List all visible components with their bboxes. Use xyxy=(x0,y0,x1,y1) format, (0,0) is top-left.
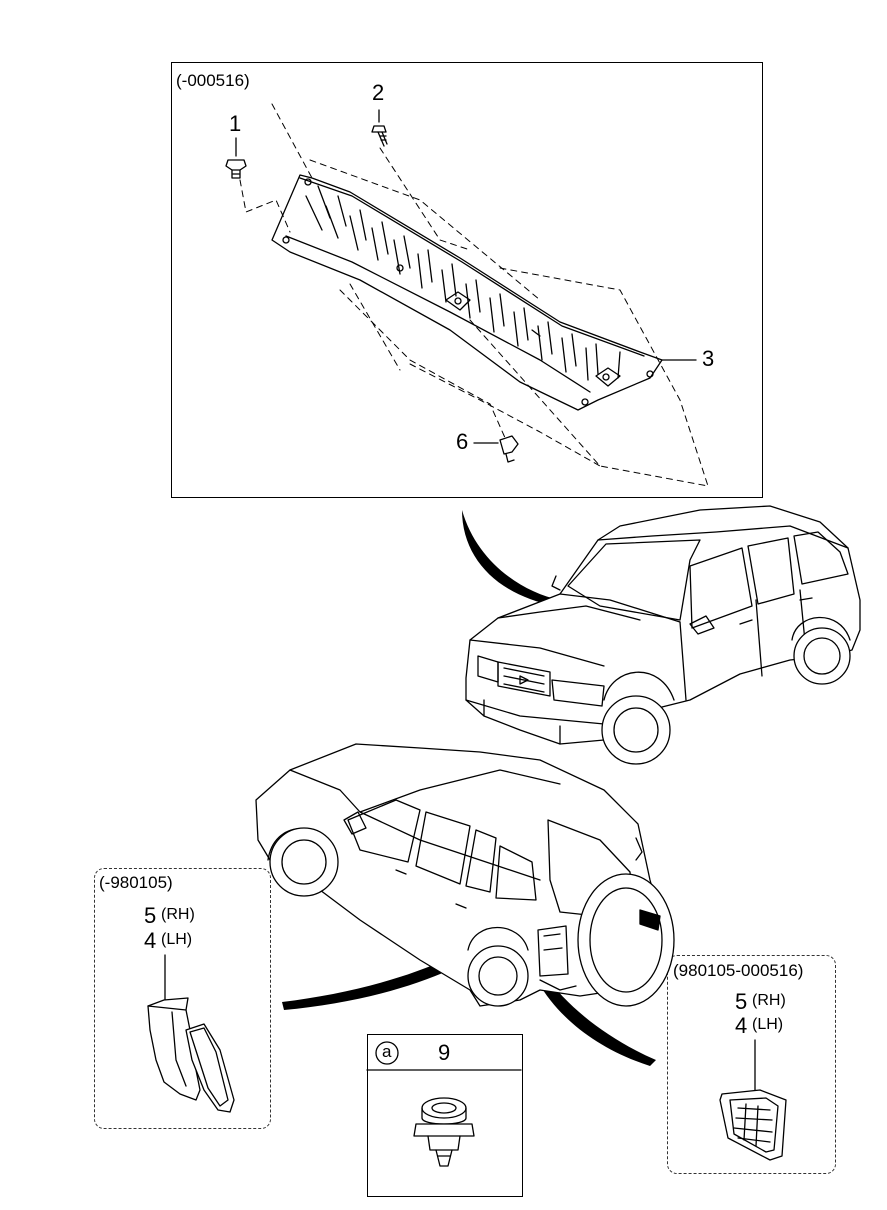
main-parts-frame xyxy=(171,62,763,498)
screw-part-2 xyxy=(371,109,388,147)
left-variant-frame xyxy=(94,868,271,1129)
cowl-top-cover-panel xyxy=(271,174,663,411)
vehicle-front-view xyxy=(465,505,861,765)
detail-marker: a xyxy=(382,1042,392,1061)
callout-part-1: 1 xyxy=(229,111,242,136)
left-lh-label: (LH) xyxy=(161,931,193,948)
right-lh-number: 4 xyxy=(735,1013,748,1038)
callout-part-6: 6 xyxy=(456,429,469,454)
left-frame-code: (-980105) xyxy=(99,873,173,892)
callout-part-3: 3 xyxy=(702,346,715,371)
right-rh-label: (RH) xyxy=(752,992,786,1009)
left-rh-label: (RH) xyxy=(161,906,195,923)
left-rh-number: 5 xyxy=(144,903,157,928)
clip-detail-frame xyxy=(367,1034,523,1197)
detail-part-number: 9 xyxy=(438,1040,451,1065)
right-rh-number: 5 xyxy=(735,989,748,1014)
left-lh-number: 4 xyxy=(144,928,157,953)
vehicle-rear-view xyxy=(255,743,675,1007)
clip-part-6 xyxy=(473,435,519,463)
air-vent-grille-new xyxy=(719,1039,787,1161)
right-variant-frame xyxy=(667,955,836,1174)
right-frame-code: (980105-000516) xyxy=(673,961,804,980)
main-frame-code: (-000516) xyxy=(176,71,250,90)
callout-part-2: 2 xyxy=(372,80,385,105)
right-lh-label: (LH) xyxy=(752,1016,784,1033)
clip-part-9 xyxy=(366,1041,522,1167)
clip-part-1 xyxy=(225,137,247,179)
rear-pillar-molding-old xyxy=(147,954,235,1113)
